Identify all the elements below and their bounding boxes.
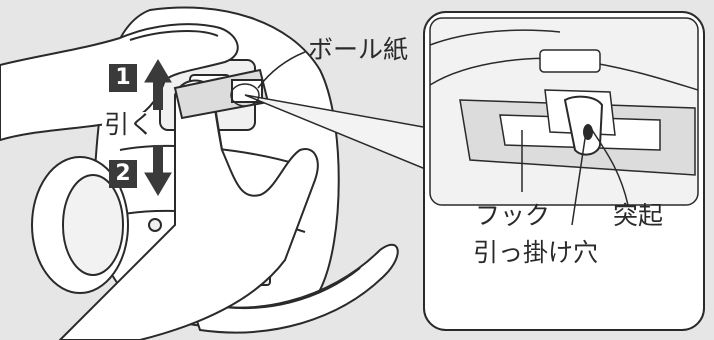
ball-paper-pointer [257,51,306,89]
up-arrow [144,59,172,110]
zoom-origin [230,83,260,107]
hook-label: フック [475,201,551,230]
pull-label: 引く [102,110,157,139]
wheel [31,156,129,294]
down-arrow [144,145,172,196]
step-2-badge: 2 [109,160,137,188]
step-1-badge: 1 [109,64,137,92]
hook-hole-label: 引っ掛け穴 [473,238,599,267]
hook-shape [563,95,604,156]
detail-panel [423,11,705,331]
protrusion-label: 突起 [613,201,664,230]
ball-paper-label: ボール紙 [308,35,409,64]
